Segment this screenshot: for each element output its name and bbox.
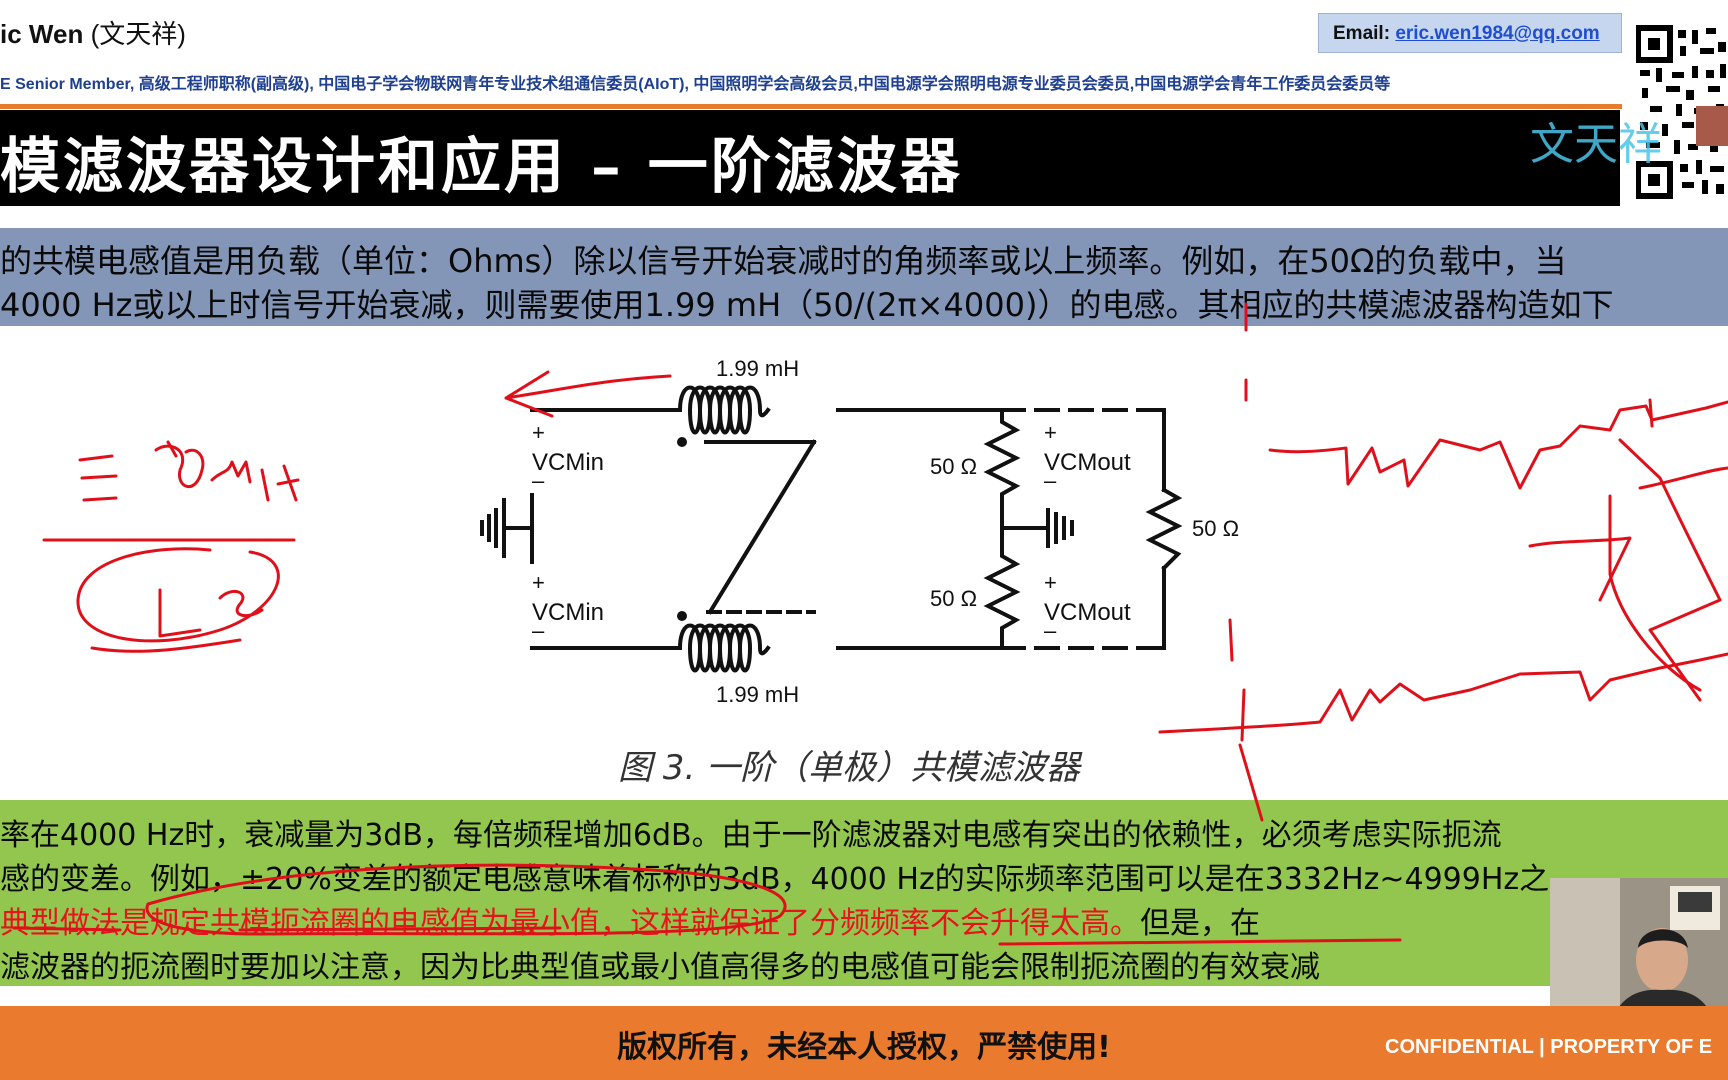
email-box: Email: eric.wen1984@qq.com: [1318, 13, 1622, 53]
copyright-notice: 版权所有，未经本人授权，严禁使用!: [617, 1030, 1111, 1065]
vout-bottom-minus: –: [1044, 618, 1057, 643]
vin-top-label: VCMin: [532, 449, 604, 476]
body-line-3: 典型做法是规定共模扼流圈的电感值为最小值，这样就保证了分频频率不会升得太高。但是…: [0, 898, 1260, 942]
resistor-bottom: [983, 526, 1021, 650]
figure-caption: 图 3. 一阶（单极）共模滤波器: [618, 748, 1081, 788]
inductor-top-coil: [677, 385, 771, 435]
vout-top-label: VCMout: [1044, 449, 1131, 476]
vin-top-plus: +: [532, 420, 545, 445]
dot-top: [677, 437, 687, 447]
body-line-3-tail: 但是，在: [1140, 906, 1260, 941]
vin-bottom-plus: +: [532, 570, 545, 595]
email-label: Email:: [1333, 23, 1396, 44]
highlight-text: 典型做法是规定共模扼流圈的电感值为最小值，这样就保证了分频频率不会升得太高。: [0, 906, 1140, 941]
body-line-1: 率在4000 Hz时，衰减量为3dB，每倍频程增加6dB。由于一阶滤波器对电感有…: [0, 818, 1502, 853]
common-mode-filter-diagram: 1.99 mH 1.99 mH + VCMin – + VCMin – 50 Ω…: [480, 356, 1239, 707]
r-load-label: 50 Ω: [1192, 516, 1239, 541]
intro-line-1: 的共模电感值是用负载（单位：Ohms）除以信号开始衰减时的角频率或以上频率。例如…: [0, 242, 1567, 280]
r-bottom-label: 50 Ω: [930, 586, 977, 611]
body-paragraph: 率在4000 Hz时，衰减量为3dB，每倍频程增加6dB。由于一阶滤波器对电感有…: [0, 800, 1728, 986]
ground-right-icon: [1046, 508, 1074, 548]
email-link[interactable]: eric.wen1984@qq.com: [1395, 23, 1600, 44]
presenter-webcam: [1550, 878, 1728, 1030]
vout-top-minus: –: [1044, 468, 1057, 493]
vout-top-plus: +: [1044, 420, 1057, 445]
ground-left-icon: [480, 498, 506, 558]
dot-bottom: [677, 611, 687, 621]
vout-bottom-label: VCMout: [1044, 599, 1131, 626]
resistor-load: [1145, 487, 1183, 571]
resistor-top: [983, 408, 1021, 530]
body-line-2: 感的变差。例如，±20%变差的额定电感意味着标称的3dB，4000 Hz的实际频…: [0, 862, 1550, 897]
intro-line-2: 4000 Hz或以上时信号开始衰减，则需要使用1.99 mH（50/(2π×40…: [0, 286, 1614, 324]
vin-top-minus: –: [532, 468, 545, 493]
inductor-top-label: 1.99 mH: [716, 356, 799, 381]
author-affiliations: E Senior Member, 高级工程师职称(副高级), 中国电子学会物联网…: [0, 76, 1391, 93]
intro-paragraph: 的共模电感值是用负载（单位：Ohms）除以信号开始衰减时的角频率或以上频率。例如…: [0, 228, 1728, 326]
confidential-label: CONFIDENTIAL | PROPERTY OF E: [1385, 1036, 1713, 1058]
slide-title: 模滤波器设计和应用 – 一阶滤波器: [0, 132, 963, 202]
body-line-4: 滤波器的扼流圈时要加以注意，因为比典型值或最小值高得多的电感值可能会限制扼流圈的…: [0, 950, 1320, 985]
vin-bottom-minus: –: [532, 618, 545, 643]
vout-bottom-plus: +: [1044, 570, 1057, 595]
author-name: ic Wen (文天祥): [0, 19, 186, 49]
footer-bar: [0, 1006, 1728, 1080]
watermark: 文天祥: [1530, 119, 1662, 170]
header-divider: [0, 104, 1622, 109]
title-bar: [0, 110, 1620, 206]
inductor-bottom-label: 1.99 mH: [716, 682, 799, 707]
qr-code-icon: [1636, 24, 1728, 202]
r-top-label: 50 Ω: [930, 454, 977, 479]
vin-bottom-label: VCMin: [532, 599, 604, 626]
inductor-bottom-coil: [677, 623, 771, 673]
